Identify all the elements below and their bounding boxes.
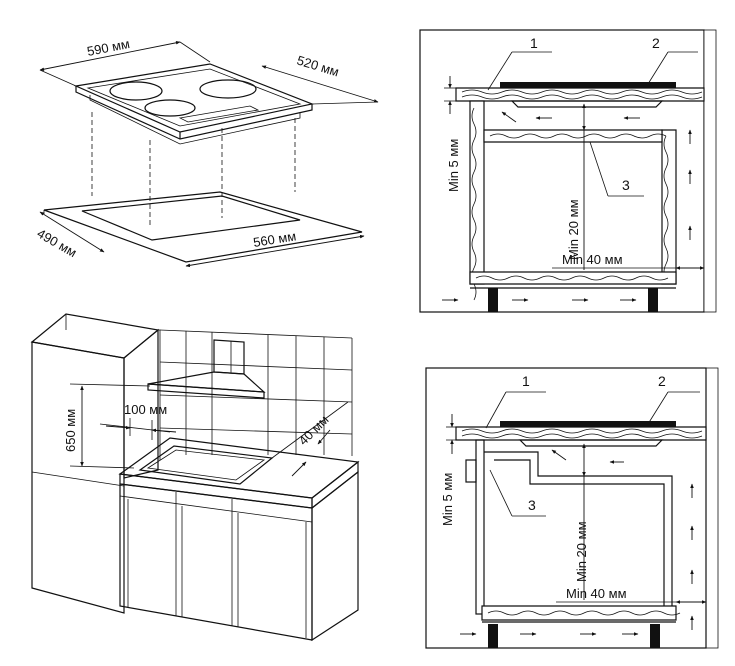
min5-label-bottom: Min 5 мм [440, 473, 455, 526]
cabinet-foot [488, 624, 498, 648]
airflow-arrows [460, 449, 694, 636]
section-top: Min 5 мм Min 20 мм Min 40 мм 1 2 3 [419, 29, 717, 313]
cabinet-foot [488, 288, 498, 312]
hob-dimensions: 590 мм 520 мм [39, 36, 379, 105]
cabinet-foot [648, 288, 658, 312]
hob-glass [500, 82, 676, 88]
min5-label-top: Min 5 мм [446, 139, 461, 192]
cabinet-foot [650, 624, 660, 648]
cooking-zone [144, 99, 196, 117]
cutout-depth-label: 490 мм [35, 226, 80, 261]
min20-label-bottom: Min 20 мм [574, 521, 589, 582]
cutout-drawing [43, 191, 363, 263]
hob-width-label: 590 мм [86, 36, 131, 59]
airflow-arrows [442, 111, 692, 302]
cooking-zone [199, 79, 257, 99]
callout-2-bottom: 2 [658, 373, 666, 389]
min40-label-bottom: Min 40 мм [566, 586, 627, 601]
callout-1-bottom: 1 [522, 373, 530, 389]
hob-glass [500, 421, 676, 427]
kitchen-dimensions: 650 мм 100 мм 40 мм [63, 383, 349, 477]
callout-2-top: 2 [652, 35, 660, 51]
wall-tiles [158, 329, 353, 460]
kitchen-edge-label: 40 мм [296, 412, 332, 448]
hob-depth-label: 520 мм [295, 53, 341, 80]
callout-1-top: 1 [530, 35, 538, 51]
cutout-dimensions: 490 мм 560 мм [35, 211, 365, 268]
cooking-zone [109, 81, 163, 101]
callout-3-top: 3 [622, 177, 630, 193]
section-bottom: Min 5 мм Min 20 мм Min 40 мм 1 2 3 [425, 367, 719, 649]
cutout-width-label: 560 мм [252, 228, 297, 250]
brick-wall [703, 29, 717, 313]
hob-drawing [73, 63, 315, 228]
kitchen-drawing [30, 313, 360, 642]
kitchen-side-label: 100 мм [124, 402, 167, 417]
brick-wall [705, 367, 719, 649]
control-panel [178, 105, 260, 123]
min20-label-top: Min 20 мм [566, 199, 581, 260]
min40-label-top: Min 40 мм [562, 252, 623, 267]
kitchen-height-label: 650 мм [63, 409, 78, 452]
callout-3-bottom: 3 [528, 497, 536, 513]
